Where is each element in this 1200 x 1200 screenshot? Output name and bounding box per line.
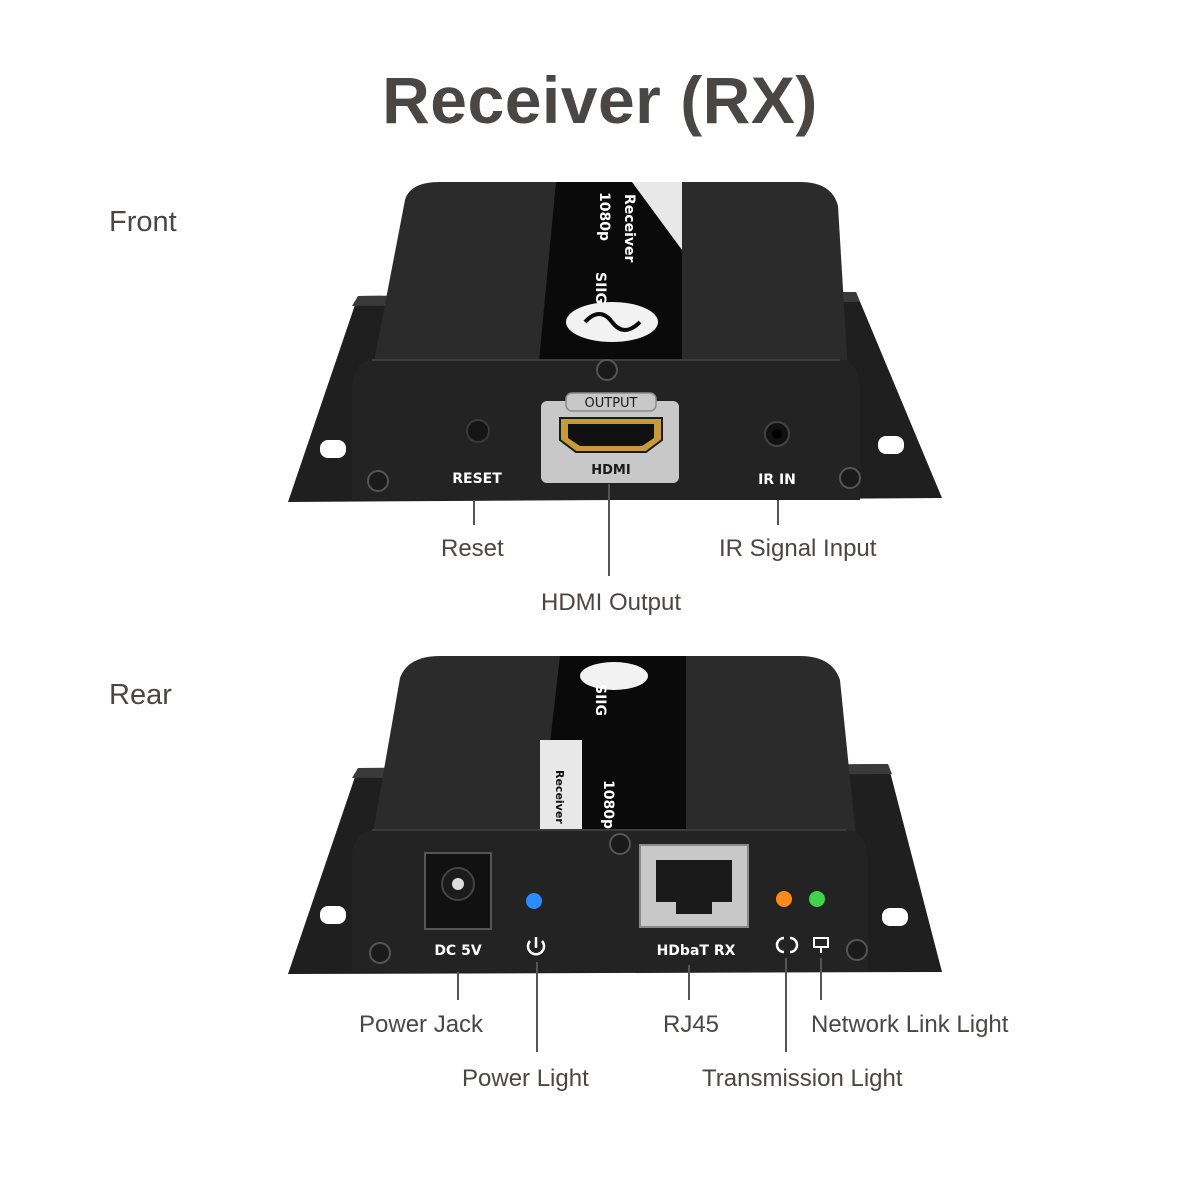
front-section-label: Front: [109, 206, 177, 238]
rear-section-label: Rear: [109, 679, 172, 711]
rear-brand-text: SIIG: [592, 684, 608, 716]
rear-panel-rj45-label: HDbaT RX: [657, 943, 736, 959]
callout-reset: Reset: [441, 535, 504, 562]
rear-flange-slot-left: [320, 906, 346, 924]
rear-screw-right: [846, 939, 868, 961]
rear-panel-dc-label: DC 5V: [434, 943, 482, 959]
rear-screw-top: [609, 833, 631, 855]
front-brand-text: SIIG: [592, 272, 608, 304]
front-stripe-resolution: 1080p: [596, 192, 612, 241]
front-white-accent: [632, 182, 682, 250]
callout-network-link-light: Network Link Light: [811, 1011, 1009, 1038]
front-flange-slot-right: [878, 436, 904, 454]
rear-power-light-leader: [536, 962, 538, 1052]
callout-ir-signal-input: IR Signal Input: [719, 535, 877, 562]
callout-rj45: RJ45: [663, 1011, 720, 1038]
rear-transmission-icon: [775, 936, 799, 954]
front-stripe-label: Receiver: [621, 194, 637, 262]
front-reset-button: [466, 419, 490, 443]
front-ir-leader: [777, 500, 779, 525]
callout-hdmi-output: HDMI Output: [541, 589, 682, 616]
callout-power-jack: Power Jack: [359, 1011, 484, 1038]
front-hdmi-top-label: OUTPUT: [585, 396, 638, 411]
rear-white-accent: [540, 740, 582, 830]
rear-transmission-leader: [785, 958, 787, 1052]
rear-stripe-label: Receiver: [553, 770, 566, 824]
rear-transmission-led: [776, 891, 792, 907]
rear-flange-slot-right: [882, 908, 908, 926]
front-flange-slot-left: [320, 440, 346, 458]
rear-power-led: [526, 893, 542, 909]
rear-stripe-resolution: 1080p: [600, 780, 616, 829]
rear-siig-logo-icon: [580, 662, 648, 690]
rear-network-icon: [813, 937, 829, 953]
front-screw-top: [596, 359, 618, 381]
front-hdmi-leader: [608, 484, 610, 576]
page-title: Receiver (RX): [382, 63, 818, 137]
rear-screw-left: [369, 942, 391, 964]
rear-power-icon: [526, 937, 546, 956]
front-screw-left: [367, 470, 389, 492]
front-panel-ir-label: IR IN: [758, 472, 796, 488]
callout-transmission-light: Transmission Light: [702, 1065, 903, 1092]
callout-power-light: Power Light: [462, 1065, 589, 1092]
rear-network-leader: [820, 958, 822, 1000]
rear-network-led: [809, 891, 825, 907]
front-reset-leader: [473, 500, 475, 525]
front-hdmi-bottom-label: HDMI: [591, 463, 630, 478]
front-screw-right: [839, 467, 861, 489]
rear-rj45-leader: [688, 965, 690, 1000]
front-panel-reset-label: RESET: [452, 471, 502, 487]
rear-power-jack-leader: [457, 972, 459, 1000]
